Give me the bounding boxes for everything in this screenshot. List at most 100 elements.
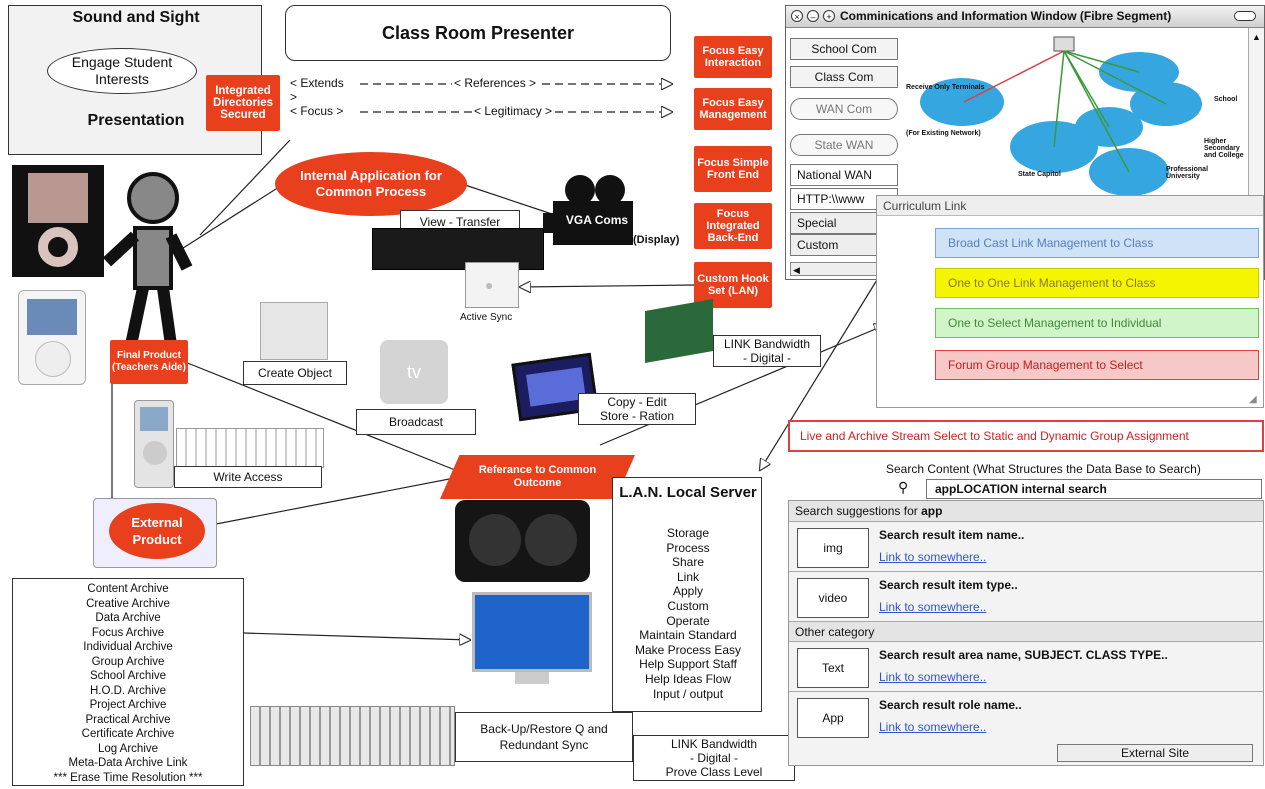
line-internal-app — [179, 179, 291, 251]
result-thumb: video — [797, 578, 869, 618]
archive-item: Certificate Archive — [81, 728, 175, 740]
speaker-image — [455, 500, 590, 582]
external-site-button[interactable]: External Site — [1057, 744, 1253, 762]
suggestions-term: app — [921, 504, 943, 518]
av-receiver-image — [372, 228, 544, 270]
archive-item: Meta-Data Archive Link — [68, 757, 188, 769]
white-ipod-screen — [27, 299, 77, 335]
line-vga — [464, 184, 556, 216]
lan-server-list: Storage Process Share Link Apply Custom … — [613, 526, 763, 701]
archive-item: Data Archive — [95, 612, 161, 624]
focus-easy-management: Focus Easy Management — [694, 88, 772, 130]
white-ipod-wheel — [35, 341, 71, 377]
ipod-nano-image — [134, 400, 174, 488]
backup-line1: Back-Up/Restore Q and — [480, 722, 608, 736]
ipod-wheel — [38, 227, 78, 267]
result-link[interactable]: Link to somewhere.. — [879, 670, 987, 684]
special-item[interactable]: Special — [790, 212, 898, 234]
search-result-row[interactable]: img Search result item name.. Link to so… — [789, 521, 1263, 570]
net-label-school: School — [1214, 96, 1238, 103]
presentation-label: Presentation — [87, 112, 185, 129]
result-link[interactable]: Link to somewhere.. — [879, 550, 987, 564]
curriculum-title: Curriculum Link — [877, 196, 1263, 216]
scroll-up-icon[interactable]: ▲ — [1252, 32, 1261, 42]
curriculum-one-to-one[interactable]: One to One Link Management to Class — [935, 268, 1259, 298]
result-link[interactable]: Link to somewhere.. — [879, 720, 987, 734]
archive-item: Focus Archive — [91, 626, 165, 639]
archive-item: Practical Archive — [85, 713, 171, 726]
state-wan-button[interactable]: State WAN — [790, 134, 898, 156]
lan-server-title: L.A.N. Local Server — [619, 484, 757, 501]
imac-image — [260, 302, 328, 360]
link-bw-bottom-line3: Prove Class Level — [665, 765, 763, 779]
http-item[interactable]: HTTP:\\www — [790, 188, 898, 210]
result-thumb: Text — [797, 648, 869, 688]
national-wan-item[interactable]: National WAN — [790, 164, 898, 186]
other-category-header: Other category — [789, 621, 1263, 641]
legitimacy-label: < Legitimacy > — [472, 104, 555, 118]
search-input[interactable]: appLOCATION internal search — [926, 479, 1262, 499]
backup-line2: Redundant Sync — [499, 738, 589, 752]
extends-label: < Extends — [290, 76, 344, 90]
result-thumb: img — [797, 528, 869, 568]
line-presentation — [199, 139, 291, 236]
net-label-state: State Capitol — [1018, 171, 1061, 178]
archive-item: Group Archive — [91, 655, 165, 668]
suggestions-header: Search suggestions for app — [789, 501, 1263, 521]
resize-grip-icon[interactable]: ◢ — [1249, 394, 1257, 405]
school-com-button[interactable]: School Com — [790, 38, 898, 60]
search-result-row[interactable]: video Search result item type.. Link to … — [789, 571, 1263, 620]
net-label-university: Professional University — [1166, 166, 1209, 180]
maximize-icon[interactable]: + — [823, 10, 835, 22]
search-result-row[interactable]: Text Search result area name, SUBJECT. C… — [789, 641, 1263, 690]
monitor-stand — [515, 672, 549, 684]
gt-label: > — [290, 90, 298, 104]
curriculum-panel: Curriculum Link Broad Cast Link Manageme… — [876, 195, 1264, 408]
link-bandwidth-top: LINK Bandwidth - Digital - — [713, 335, 821, 367]
create-object-label: Create Object — [243, 361, 347, 385]
close-icon[interactable]: × — [791, 10, 803, 22]
class-com-button[interactable]: Class Com — [790, 66, 898, 88]
minimize-icon[interactable]: – — [807, 10, 819, 22]
lan-item: Help Support Staff — [639, 657, 737, 672]
white-ipod-image — [18, 290, 86, 385]
copy-edit-label: Copy - Edit Store - Ration — [578, 393, 696, 425]
display-label: (Display) — [633, 234, 680, 246]
archive-item: Individual Archive — [83, 641, 173, 653]
archive-item: Content Archive — [87, 583, 169, 595]
lan-item: Operate — [666, 613, 710, 628]
focus-label: < Focus > — [290, 104, 344, 118]
final-product: Final Product (Teachers Aide) — [110, 340, 188, 384]
wan-com-button[interactable]: WAN Com — [790, 98, 898, 120]
curriculum-one-to-select-label: One to Select Management to Individual — [948, 316, 1162, 330]
keyboard-image — [176, 428, 324, 468]
search-icon[interactable]: ⚲ — [898, 479, 909, 495]
write-access-label: Write Access — [174, 466, 322, 488]
search-header: Search Content (What Structures the Data… — [886, 462, 1201, 476]
focus-simple-front-end: Focus Simple Front End — [694, 146, 772, 192]
network-diagram — [920, 36, 1202, 196]
horizontal-scrollbar[interactable]: ◀ — [790, 262, 882, 276]
lan-item: Make Process Easy — [634, 642, 742, 657]
result-title: Search result role name.. — [879, 698, 1022, 712]
copy-edit-line1: Copy - Edit — [607, 395, 667, 409]
toolbar-toggle-icon[interactable] — [1234, 11, 1256, 21]
references-label: < References > — [452, 76, 539, 90]
curriculum-broadcast[interactable]: Broad Cast Link Management to Class — [935, 228, 1259, 258]
engage-oval: Engage Student Interests — [47, 48, 197, 94]
mac-mini-image: ● — [465, 262, 519, 308]
result-link[interactable]: Link to somewhere.. — [879, 600, 987, 614]
search-result-row[interactable]: App Search result role name.. Link to so… — [789, 691, 1263, 740]
broadcast-label: Broadcast — [356, 409, 476, 435]
apple-icon: ● — [485, 277, 494, 293]
apple-tv-image: tv — [380, 340, 448, 404]
curriculum-forum-group[interactable]: Forum Group Management to Select — [935, 350, 1259, 380]
archive-item: School Archive — [89, 670, 167, 682]
result-thumb: App — [797, 698, 869, 738]
line-external — [184, 474, 471, 531]
monitor-image — [472, 592, 592, 672]
archive-item: H.O.D. Archive — [89, 684, 167, 697]
comm-window-title: Comminications and Information Window (F… — [840, 9, 1172, 23]
curriculum-one-to-select[interactable]: One to Select Management to Individual — [935, 308, 1259, 338]
